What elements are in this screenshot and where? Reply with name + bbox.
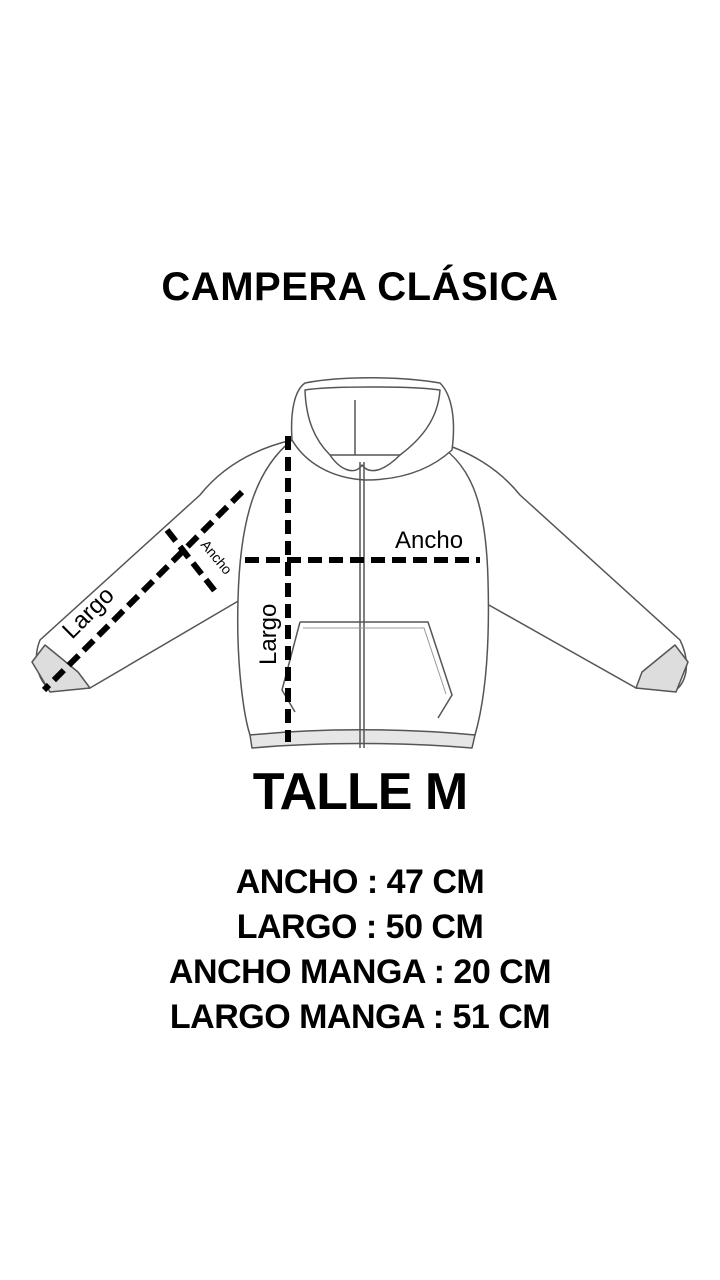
waistband <box>249 729 476 749</box>
right-cuff <box>635 644 689 693</box>
measurement-chest-width: ANCHO : 47 CM <box>235 863 485 901</box>
collar <box>329 454 401 472</box>
sleeve-width-line <box>164 528 221 597</box>
measurement-sleeve-length: LARGO MANGA : 51 CM <box>169 998 551 1036</box>
sleeve-length-line <box>41 489 245 693</box>
product-title: CAMPERA CLÁSICA <box>161 265 559 309</box>
measurements-list: ANCHO : 47 CM LARGO : 50 CM ANCHO MANGA … <box>0 860 720 1040</box>
measurement-sleeve-width: ANCHO MANGA : 20 CM <box>168 953 552 991</box>
pocket <box>281 621 453 719</box>
pocket-stitching <box>303 627 447 695</box>
hood-lining <box>304 386 441 456</box>
jacket-diagram: Ancho Largo Ancho Largo <box>31 377 689 749</box>
size-label: TALLE M <box>252 763 468 821</box>
measurement-body-length: LARGO : 50 CM <box>236 908 484 946</box>
chest-width-label: Ancho <box>395 527 463 554</box>
body-length-label: Largo <box>255 604 282 665</box>
